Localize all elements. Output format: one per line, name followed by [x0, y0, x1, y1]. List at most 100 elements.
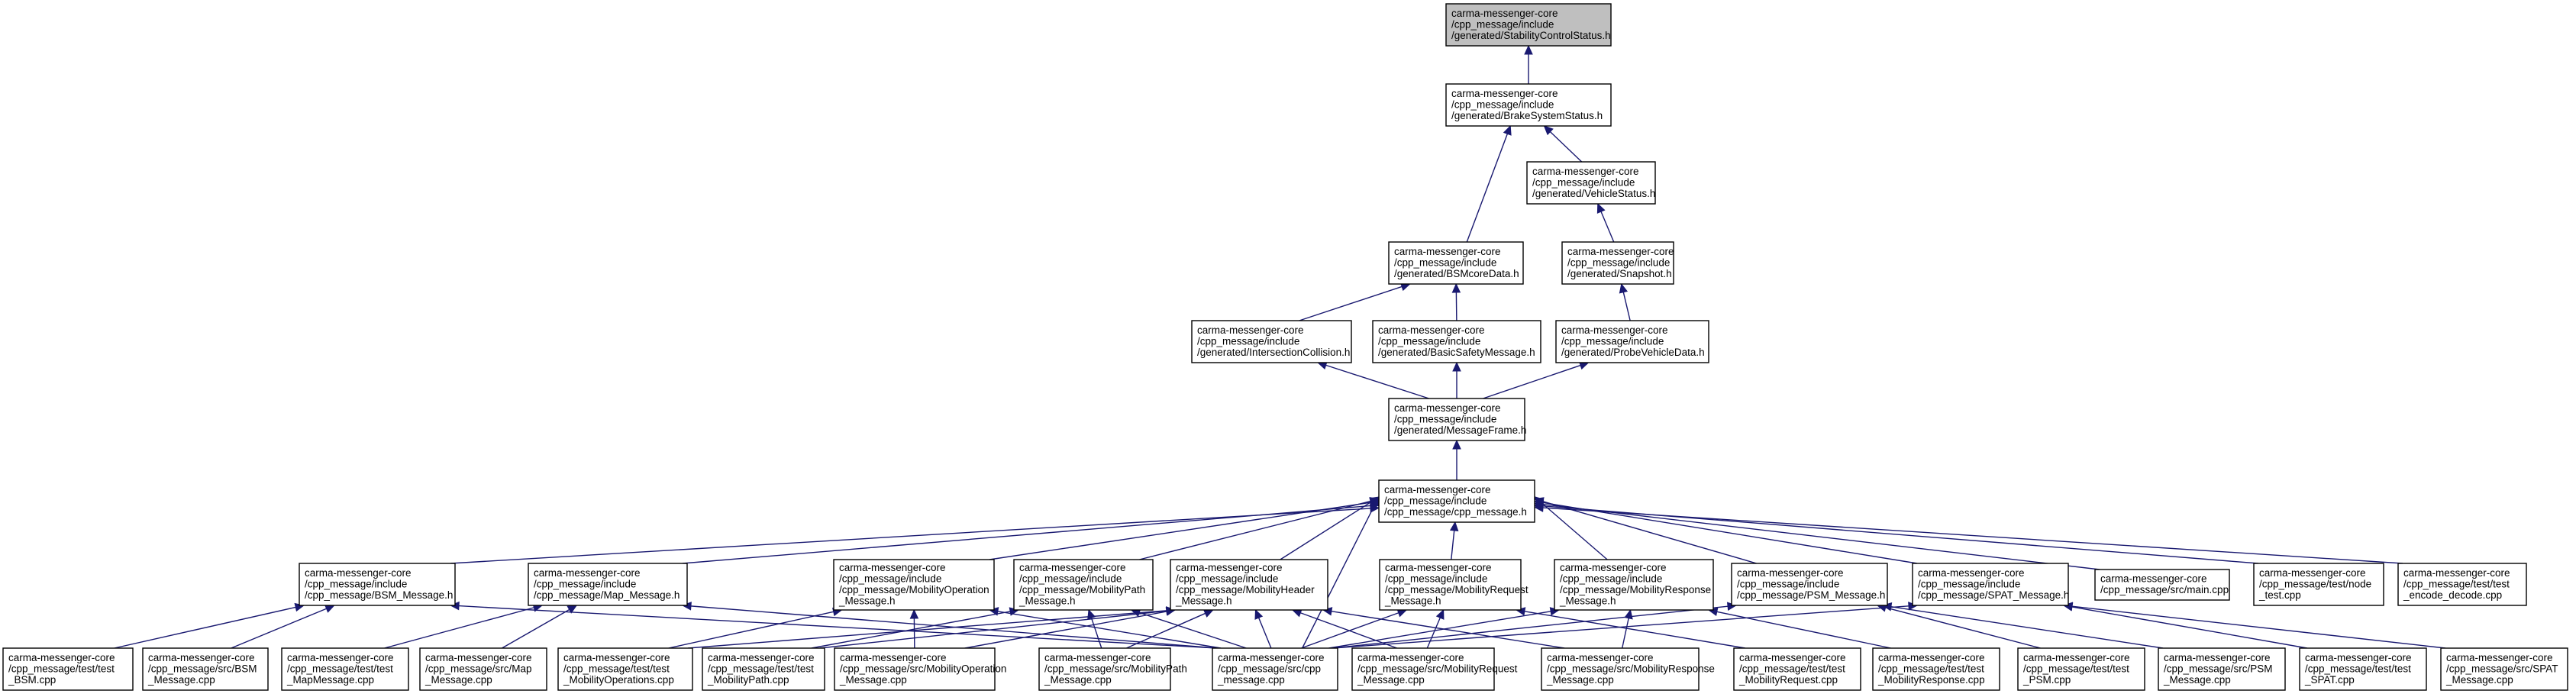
node-label-line: _Message.cpp	[1546, 674, 1614, 686]
edge-line	[1328, 611, 1551, 649]
file-node[interactable]: carma-messenger-core/cpp_message/src/Mob…	[834, 647, 1006, 691]
node-label-line: _test.cpp	[2258, 589, 2301, 601]
root-file-node[interactable]: carma-messenger-core/cpp_message/include…	[1445, 3, 1612, 47]
edge-line	[1280, 501, 1373, 560]
node-label-line: _encode_decode.cpp	[2403, 589, 2502, 601]
file-node[interactable]: carma-messenger-core/cpp_message/include…	[1191, 320, 1352, 363]
file-node[interactable]: carma-messenger-core/cpp_message/include…	[1554, 559, 1714, 611]
edge-line	[1622, 618, 1629, 649]
file-node[interactable]: carma-messenger-core/cpp_message/include…	[1378, 479, 1535, 523]
node-label-line: carma-messenger-core	[8, 652, 115, 663]
file-node[interactable]: carma-messenger-core/cpp_message/include…	[1013, 559, 1154, 611]
node-label-line: /cpp_message/src/SPAT	[2446, 663, 2558, 674]
node-label-line: carma-messenger-core	[1378, 324, 1485, 336]
node-label-line: /cpp_message/include	[839, 573, 941, 585]
dependency-edge	[1254, 608, 1272, 649]
edge-arrowhead	[1619, 282, 1629, 294]
file-node[interactable]: carma-messenger-core/cpp_message/src/PSM…	[2158, 647, 2286, 691]
file-node[interactable]: carma-messenger-core/cpp_message/include…	[833, 559, 995, 611]
node-label-line: /cpp_message/test/test	[287, 663, 393, 674]
node-box	[1445, 83, 1612, 127]
file-node[interactable]: carma-messenger-core/cpp_message/test/te…	[2, 647, 134, 691]
node-label-line: /cpp_message/include	[1394, 413, 1496, 424]
edge-arrowhead	[909, 608, 919, 619]
dependency-edge	[1452, 361, 1461, 399]
file-node[interactable]: carma-messenger-core/cpp_message/include…	[1372, 320, 1541, 363]
file-node[interactable]: carma-messenger-core/cpp_message/src/Mob…	[1541, 647, 1715, 691]
file-node[interactable]: carma-messenger-core/cpp_message/test/no…	[2253, 563, 2384, 606]
file-node[interactable]: carma-messenger-core/cpp_message/include…	[1388, 398, 1526, 441]
edge-arrowhead	[1524, 44, 1533, 55]
node-box	[1733, 647, 1861, 691]
file-node[interactable]: carma-messenger-core/cpp_message/src/SPA…	[2440, 647, 2568, 691]
file-node[interactable]: carma-messenger-core/cpp_message/include…	[1912, 563, 2069, 606]
node-box	[1013, 559, 1154, 611]
file-node[interactable]: carma-messenger-core/cpp_message/src/Mob…	[1038, 647, 1187, 691]
file-node[interactable]: carma-messenger-core/cpp_message/include…	[299, 563, 456, 606]
node-label-line: /cpp_message/include	[1567, 257, 1670, 268]
node-label-line: carma-messenger-core	[2446, 652, 2553, 663]
file-node[interactable]: carma-messenger-core/cpp_message/include…	[528, 563, 688, 606]
node-label-line: _MobilityRequest.cpp	[1738, 674, 1838, 686]
file-node[interactable]: carma-messenger-core/cpp_message/include…	[1388, 241, 1524, 285]
file-node[interactable]: carma-messenger-core/cpp_message/include…	[1526, 161, 1656, 205]
file-node[interactable]: carma-messenger-core/cpp_message/src/BSM…	[142, 647, 269, 691]
dependency-edge	[1280, 496, 1380, 560]
node-label-line: /cpp_message/test/test	[563, 663, 670, 674]
node-label-line: carma-messenger-core	[1739, 652, 1846, 663]
node-label-line: /cpp_message/test/test	[1878, 663, 1984, 674]
node-label-line: _BSM.cpp	[8, 674, 56, 686]
dependency-edge	[1881, 602, 2164, 649]
file-node[interactable]: carma-messenger-core/cpp_message/src/Map…	[419, 647, 547, 691]
file-node[interactable]: carma-messenger-core/cpp_message/src/cpp…	[1212, 647, 1338, 691]
node-label-line: carma-messenger-core	[1394, 402, 1501, 414]
node-label-line: /cpp_message/test/test	[8, 663, 115, 674]
edge-arrowhead	[1543, 125, 1554, 136]
edge-arrowhead	[1202, 609, 1214, 618]
file-node[interactable]: carma-messenger-core/cpp_message/src/mai…	[2094, 569, 2230, 601]
node-label-line: /cpp_message/src/PSM	[2164, 663, 2273, 674]
dependency-edge	[1596, 202, 1615, 243]
node-label-line: _Message.h	[838, 595, 896, 607]
edge-arrowhead	[1451, 282, 1461, 293]
node-label-line: /cpp_message/include	[1737, 578, 1839, 589]
node-label-line: _Message.cpp	[1357, 674, 1425, 686]
dependency-edge	[1483, 361, 1590, 399]
node-box	[1372, 320, 1541, 363]
edge-line	[231, 608, 327, 649]
file-node[interactable]: carma-messenger-core/cpp_message/src/Mob…	[1351, 647, 1518, 691]
node-box	[2397, 563, 2527, 606]
file-node[interactable]: carma-messenger-core/cpp_message/include…	[1731, 563, 1888, 606]
node-box	[1191, 320, 1352, 363]
file-node[interactable]: carma-messenger-core/cpp_message/test/te…	[2397, 563, 2527, 606]
file-node[interactable]: carma-messenger-core/cpp_message/test/te…	[2017, 647, 2145, 691]
edge-line	[1258, 617, 1272, 649]
file-node[interactable]: carma-messenger-core/cpp_message/include…	[1170, 559, 1328, 611]
file-node[interactable]: carma-messenger-core/cpp_message/test/te…	[1733, 647, 1861, 691]
file-node[interactable]: carma-messenger-core/cpp_message/include…	[1379, 559, 1528, 611]
file-node[interactable]: carma-messenger-core/cpp_message/test/te…	[2299, 647, 2427, 691]
edge-arrowhead	[1449, 521, 1459, 532]
file-node[interactable]: carma-messenger-core/cpp_message/test/te…	[1872, 647, 2000, 691]
edge-line	[811, 611, 1011, 649]
node-label-line: carma-messenger-core	[1197, 324, 1304, 336]
dependency-edge	[682, 501, 1380, 564]
file-node[interactable]: carma-messenger-core/cpp_message/test/te…	[702, 647, 825, 691]
node-label-line: _SPAT.cpp	[2304, 674, 2355, 686]
edge-line	[1549, 131, 1583, 163]
edge-line	[1090, 618, 1102, 649]
node-label-line: carma-messenger-core	[1019, 562, 1126, 573]
file-node[interactable]: carma-messenger-core/cpp_message/test/te…	[557, 647, 693, 691]
file-node[interactable]: carma-messenger-core/cpp_message/test/te…	[281, 647, 409, 691]
node-box	[1554, 559, 1714, 611]
edge-line	[1302, 504, 1376, 649]
file-node[interactable]: carma-messenger-core/cpp_message/include…	[1445, 83, 1612, 127]
node-box	[142, 647, 269, 691]
node-box	[1378, 479, 1535, 523]
file-node[interactable]: carma-messenger-core/cpp_message/include…	[1555, 320, 1709, 363]
node-label-line: /generated/VehicleStatus.h	[1532, 188, 1655, 199]
graph-edges	[114, 44, 2446, 649]
node-label-line: /cpp_message/Map_Message.h	[534, 589, 680, 601]
file-node[interactable]: carma-messenger-core/cpp_message/include…	[1561, 241, 1674, 285]
dependency-edge	[231, 605, 335, 649]
